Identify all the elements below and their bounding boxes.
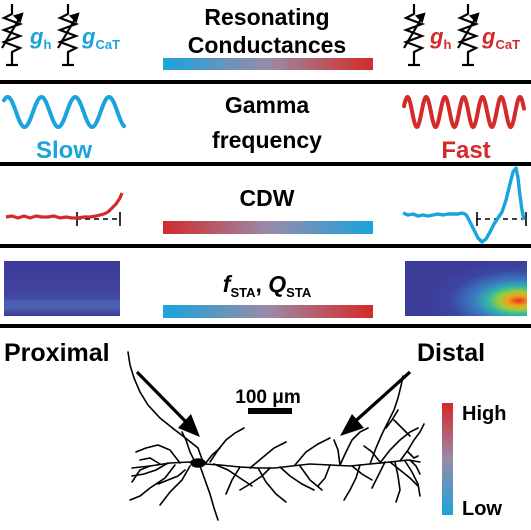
dendrite-branch xyxy=(127,351,204,463)
dendrite-branch xyxy=(404,460,421,497)
dendrite-branch xyxy=(213,463,253,487)
colorbar-low-label: Low xyxy=(462,498,502,520)
dendrite-branch xyxy=(131,459,421,469)
dendrite-branch xyxy=(369,375,404,465)
slow-label: Slow xyxy=(36,137,92,164)
conductances-gradient-bar xyxy=(163,58,373,70)
proximal-label: Proximal xyxy=(4,339,110,367)
dendrite-branch xyxy=(393,419,411,437)
sta-left-heatmap-band xyxy=(4,300,120,308)
neuron-panel: Proximal Distal 100 μm High Low xyxy=(4,339,506,521)
right-variable-resistor-2-icon xyxy=(456,4,480,67)
sta-panel: fSTA, QSTA xyxy=(4,261,527,318)
dendrite-branch xyxy=(129,464,176,501)
dendrite-branch xyxy=(239,467,271,491)
gamma-title-line1: Gamma xyxy=(225,92,310,118)
dendrite-branch xyxy=(181,431,196,463)
left-variable-resistor-1-icon xyxy=(0,4,24,67)
fast-label: Fast xyxy=(441,137,490,164)
dendrite-branch xyxy=(409,459,421,475)
conductances-panel: gh gCaT Resonating Conductances gh gCaT xyxy=(0,4,520,70)
dendrite-branch xyxy=(379,427,419,464)
dendrite-branch xyxy=(339,427,369,466)
dendrite-branch xyxy=(279,466,315,491)
dendrite-branch xyxy=(139,457,161,465)
colorbar-high-label: High xyxy=(462,403,506,425)
scale-bar xyxy=(248,408,292,414)
right-variable-resistor-1-icon xyxy=(402,4,426,67)
sta-left-heatmap xyxy=(4,261,120,316)
dendrite-branch xyxy=(351,465,373,481)
conductances-title-line1: Resonating xyxy=(204,4,329,30)
distal-label: Distal xyxy=(417,339,485,367)
sta-right-heatmap xyxy=(405,261,527,316)
dendrite-branch xyxy=(389,461,419,487)
right-gh-label: gh xyxy=(429,24,451,52)
dendrite-branch xyxy=(199,465,219,521)
dendrite-branch xyxy=(249,441,287,469)
sta-gradient-bar xyxy=(163,305,373,318)
left-gh-label: gh xyxy=(29,24,51,52)
fast-sine-wave xyxy=(402,94,526,130)
cdw-right-axis xyxy=(476,212,527,226)
cdw-panel: CDW xyxy=(5,166,527,244)
dendrite-branch xyxy=(363,445,381,463)
cdw-title: CDW xyxy=(240,185,295,211)
left-variable-resistor-2-icon xyxy=(56,4,80,67)
left-gcat-label: gCaT xyxy=(81,24,120,52)
slow-sine-wave xyxy=(2,94,126,130)
dendrite-branch xyxy=(225,466,241,495)
right-conductance-symbols xyxy=(402,4,480,67)
gamma-title-line2: frequency xyxy=(212,127,322,153)
sta-title: fSTA, QSTA xyxy=(223,271,312,300)
right-gcat-label: gCaT xyxy=(481,24,520,52)
scale-bar-label: 100 μm xyxy=(235,387,301,408)
dendrite-branch xyxy=(333,439,341,466)
left-conductance-symbols xyxy=(0,4,80,67)
dendrite-branch xyxy=(394,461,401,503)
dendrite-branch xyxy=(131,462,169,477)
dendrite-branch xyxy=(257,467,287,503)
dendrite-branch xyxy=(371,461,386,489)
dendrite-branch xyxy=(135,444,181,464)
neuron-morphology xyxy=(127,351,425,521)
dendrite-branch xyxy=(159,465,191,506)
panel-dividers xyxy=(0,80,531,328)
dendrite-branch xyxy=(399,423,425,462)
gamma-panel: Slow Gamma frequency Fast xyxy=(2,92,526,164)
dendrite-branch xyxy=(317,464,331,487)
dendrite-branch xyxy=(204,447,221,465)
dendrite-branch xyxy=(131,465,151,483)
cdw-right-trace xyxy=(402,166,526,244)
dendrite-branch xyxy=(157,469,186,485)
colorbar xyxy=(442,403,453,515)
conductances-title-line2: Conductances xyxy=(188,32,346,58)
dendrite-branch xyxy=(407,451,419,459)
proximal-arrow-icon xyxy=(135,370,200,437)
dendrite-branch xyxy=(385,409,399,429)
dendrite-branch xyxy=(209,427,245,463)
dendrite-branch xyxy=(294,437,331,466)
cdw-left-trace xyxy=(5,192,124,220)
arrows xyxy=(135,370,412,437)
distal-arrow-icon xyxy=(340,370,412,436)
cdw-gradient-bar xyxy=(163,221,373,234)
soma xyxy=(190,458,206,468)
